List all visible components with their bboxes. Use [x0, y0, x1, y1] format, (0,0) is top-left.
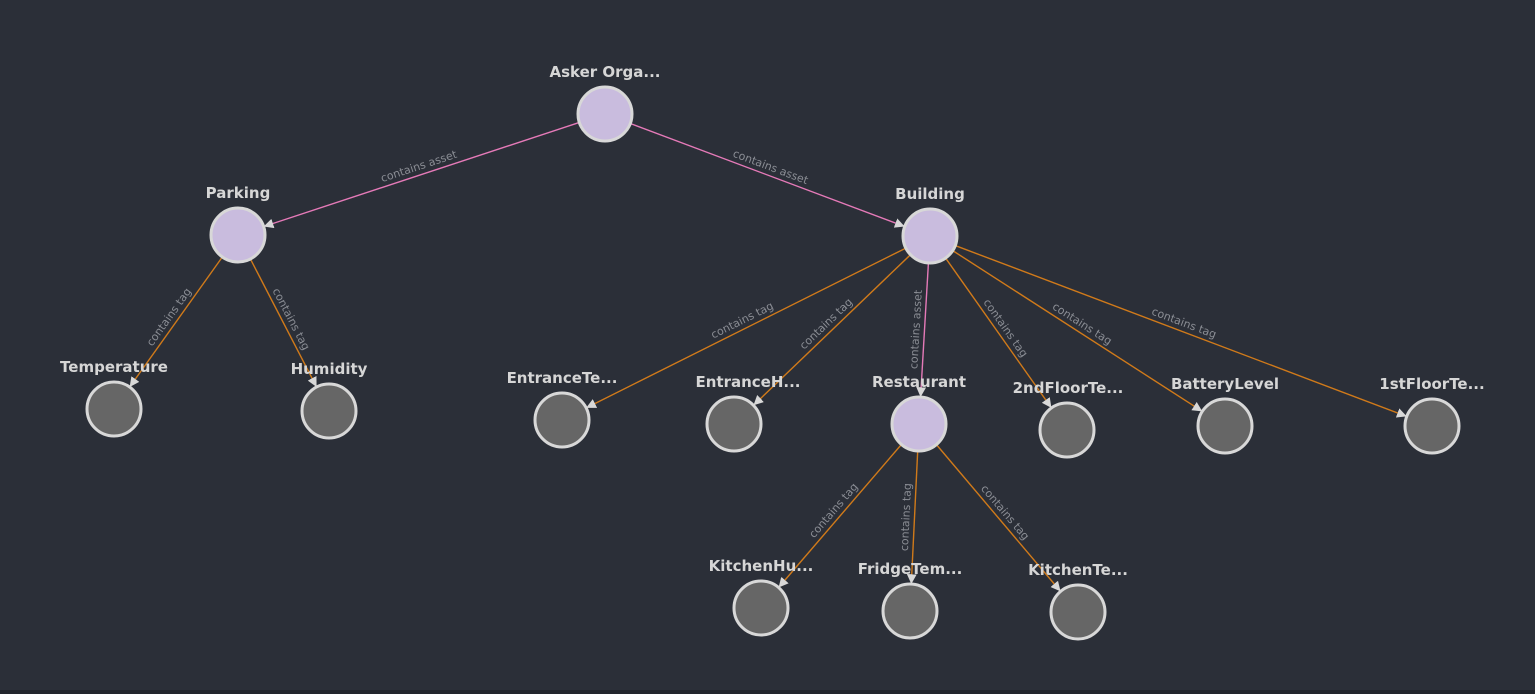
node-label: Humidity [291, 360, 368, 378]
node-temperature[interactable]: Temperature [60, 358, 168, 438]
edge-label: contains asset [907, 289, 925, 370]
edge-label: contains tag [806, 480, 860, 540]
edge-building-entrance_h[interactable] [753, 254, 911, 406]
edge-label: contains tag [978, 482, 1032, 542]
node-label: Asker Orga... [549, 63, 660, 81]
node-restaurant[interactable]: Restaurant [872, 373, 966, 453]
node-kitchen_te[interactable]: KitchenTe... [1028, 561, 1128, 641]
node-parking[interactable]: Parking [206, 184, 271, 264]
node-label: BatteryLevel [1171, 375, 1279, 393]
node-floor1[interactable]: 1stFloorTe... [1379, 375, 1485, 455]
node-label: FridgeTem... [858, 560, 963, 578]
edge-restaurant-kitchen_te[interactable] [935, 444, 1061, 592]
edge-building-floor1[interactable] [955, 244, 1407, 418]
node-circle[interactable] [533, 391, 591, 449]
node-circle[interactable] [85, 380, 143, 438]
node-label: Restaurant [872, 373, 966, 391]
node-circle[interactable] [901, 207, 959, 265]
node-circle[interactable] [1049, 583, 1107, 641]
edge-label: contains tag [980, 297, 1030, 360]
node-circle[interactable] [576, 85, 634, 143]
node-circle[interactable] [1196, 397, 1254, 455]
edge-label: contains tag [797, 296, 855, 353]
node-building[interactable]: Building [895, 185, 965, 265]
edge-parking-humidity[interactable] [249, 258, 317, 387]
node-humidity[interactable]: Humidity [291, 360, 368, 440]
node-circle[interactable] [890, 395, 948, 453]
node-circle[interactable] [1038, 401, 1096, 459]
node-entrance_h[interactable]: EntranceH... [695, 373, 801, 453]
node-circle[interactable] [705, 395, 763, 453]
node-label: EntranceTe... [507, 369, 618, 387]
node-circle[interactable] [881, 582, 939, 640]
node-label: 2ndFloorTe... [1013, 379, 1124, 397]
edge-label: contains tag [144, 286, 194, 349]
edge-building-entrance_te[interactable] [586, 247, 907, 409]
node-label: 1stFloorTe... [1379, 375, 1484, 393]
node-label: EntranceH... [695, 373, 800, 391]
edge-restaurant-kitchen_hu[interactable] [778, 444, 902, 588]
edge-asker-building[interactable] [630, 122, 905, 228]
edges-layer [129, 121, 1407, 592]
edge-label: contains tag [270, 286, 313, 352]
node-asker[interactable]: Asker Orga... [549, 63, 661, 143]
edge-label: contains tag [898, 483, 914, 552]
edge-labels-layer: contains asset contains asset contains tag… [144, 147, 1218, 551]
node-kitchen_hu[interactable]: KitchenHu... [709, 557, 814, 637]
node-entrance_te[interactable]: EntranceTe... [507, 369, 618, 449]
edge-restaurant-fridge[interactable] [906, 450, 919, 585]
edge-building-restaurant[interactable] [916, 262, 930, 398]
edge-building-floor2[interactable] [945, 257, 1052, 408]
node-label: Temperature [60, 358, 168, 376]
node-circle[interactable] [300, 382, 358, 440]
bottom-strip [0, 690, 1535, 694]
node-circle[interactable] [209, 206, 267, 264]
node-floor2[interactable]: 2ndFloorTe... [1013, 379, 1124, 459]
node-label: Parking [206, 184, 271, 202]
node-label: KitchenTe... [1028, 561, 1128, 579]
edge-label: contains tag [709, 299, 776, 341]
edge-parking-temperature[interactable] [129, 256, 223, 387]
edge-label: contains asset [731, 147, 810, 187]
node-circle[interactable] [1403, 397, 1461, 455]
edge-building-battery[interactable] [952, 250, 1203, 412]
node-label: KitchenHu... [709, 557, 814, 575]
edge-label: contains tag [1050, 300, 1114, 348]
node-fridge[interactable]: FridgeTem... [858, 560, 963, 640]
edge-asker-parking[interactable] [263, 121, 580, 229]
node-battery[interactable]: BatteryLevel [1171, 375, 1279, 455]
node-label: Building [895, 185, 965, 203]
node-circle[interactable] [732, 579, 790, 637]
